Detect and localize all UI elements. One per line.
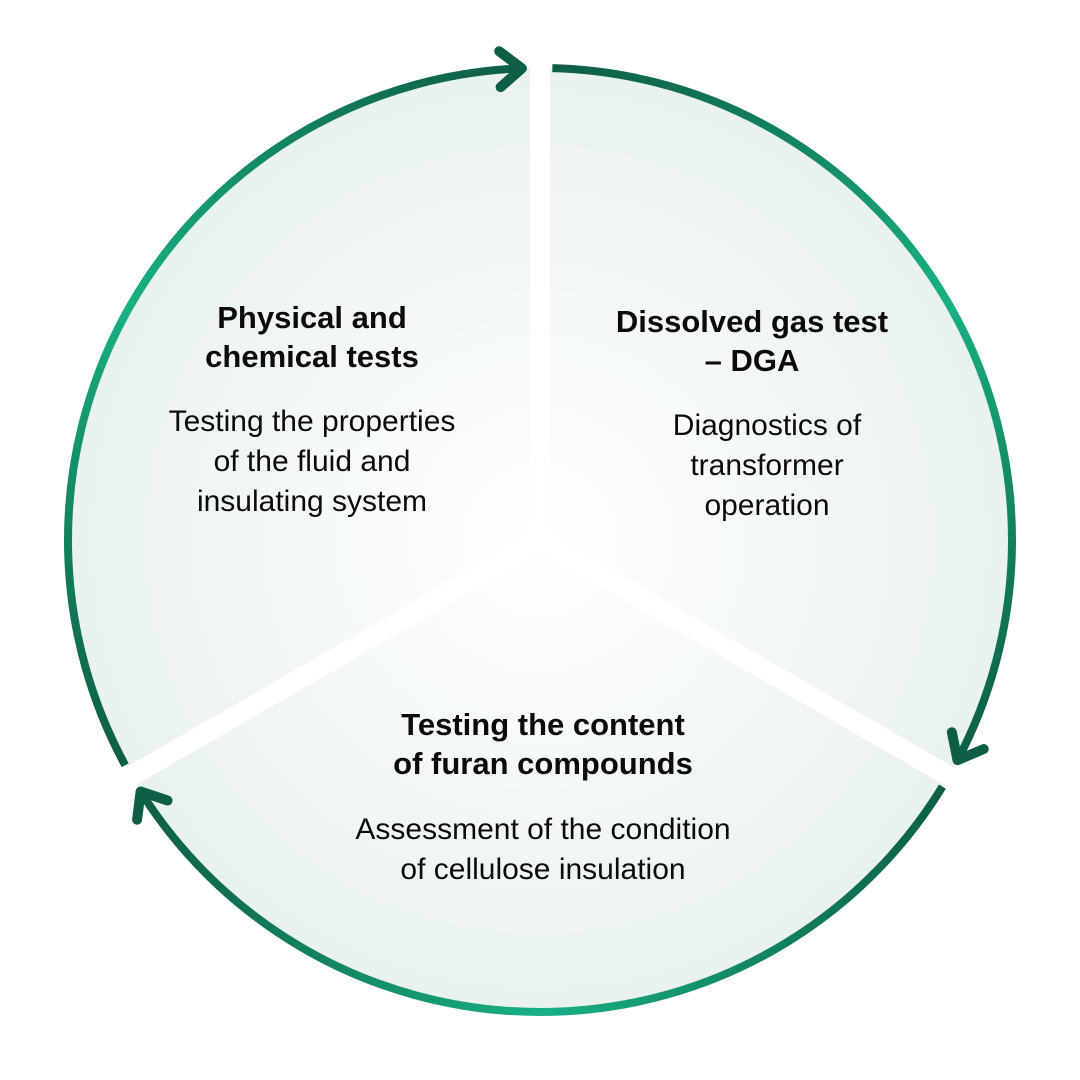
segment-physical-chemical: Physical and chemical tests Testing the …: [169, 298, 456, 522]
segment-title: Physical and chemical tests: [205, 300, 419, 374]
arrow-head-icon: [494, 46, 527, 93]
segment-title: Testing the content of furan compounds: [393, 707, 693, 781]
arrow-head-icon: [946, 727, 989, 766]
segment-dga: Dissolved gas test – DGA Diagnostics of …: [616, 302, 888, 526]
segment-description: Testing the properties of the fluid and …: [168, 405, 456, 518]
cycle-arc: [137, 784, 946, 1016]
segment-title: Dissolved gas test – DGA: [615, 304, 889, 378]
cycle-arc: [64, 64, 523, 768]
segment-description: Assessment of the condition of cellulose…: [355, 813, 731, 886]
cycle-arc: [552, 64, 1016, 762]
segment-divider: [100, 531, 546, 800]
segment-furan: Testing the content of furan compounds A…: [355, 705, 730, 890]
segment-divider: [534, 531, 980, 800]
arrow-head-icon: [132, 786, 173, 825]
segment-description: Diagnostics of transformer operation: [672, 409, 862, 522]
